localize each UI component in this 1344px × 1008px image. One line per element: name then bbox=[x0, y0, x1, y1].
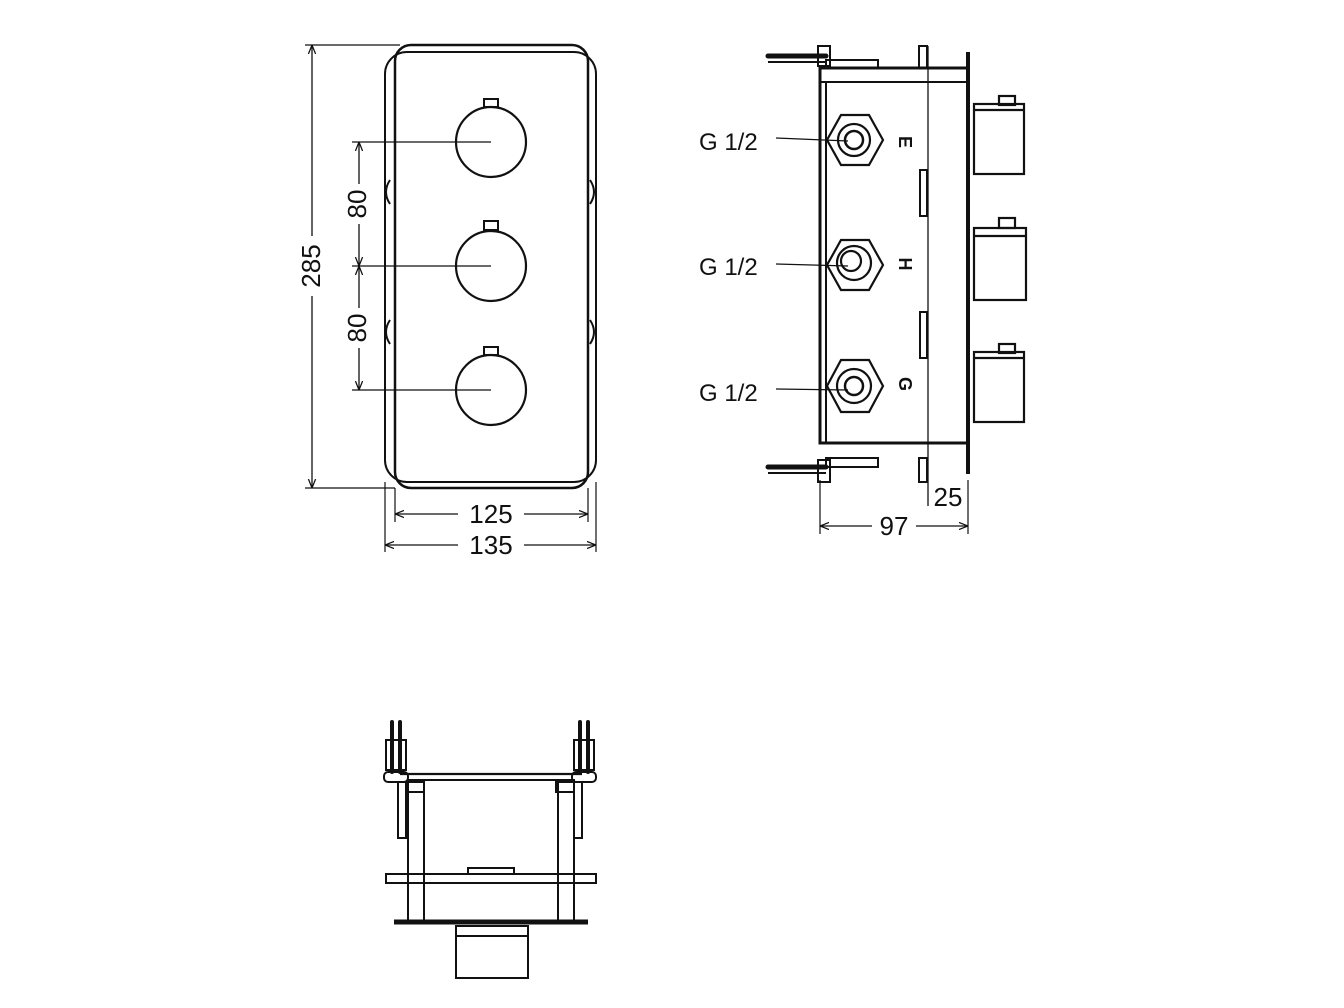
mounting-box-outline bbox=[384, 51, 597, 483]
knob-top bbox=[454, 98, 528, 179]
mounting-rail-bottom bbox=[765, 457, 928, 483]
port-thread-middle: G 1/2 bbox=[699, 254, 758, 281]
top-view-cartridge bbox=[455, 925, 529, 979]
port-top: G 1/2 E bbox=[699, 113, 915, 167]
cartridge-bottom bbox=[972, 342, 1026, 424]
top-view bbox=[383, 720, 597, 979]
port-thread-bottom: G 1/2 bbox=[699, 380, 758, 407]
dim-knob-spacing-upper: 80 bbox=[342, 190, 372, 219]
cartridge-middle bbox=[972, 216, 1028, 302]
port-thread-top: G 1/2 bbox=[699, 129, 758, 156]
side-view: G 1/2 E G 1/2 H G 1/2 G 97 25 bbox=[699, 45, 1028, 541]
mounting-rail-top bbox=[765, 45, 928, 69]
front-view: 285 80 80 125 135 bbox=[296, 43, 597, 560]
knob-bottom bbox=[454, 346, 528, 427]
dim-plate-offset: 25 bbox=[934, 482, 963, 512]
mount-stud-left bbox=[383, 720, 425, 839]
port-letter-middle: H bbox=[895, 258, 915, 271]
knob-middle bbox=[454, 220, 528, 303]
dim-plate-width: 125 bbox=[469, 499, 512, 529]
dim-depth: 97 bbox=[880, 511, 909, 541]
port-letter-bottom: G bbox=[895, 377, 915, 391]
port-letter-top: E bbox=[895, 136, 915, 148]
port-middle: G 1/2 H bbox=[699, 238, 915, 292]
dim-overall-height: 285 bbox=[296, 244, 326, 287]
dim-knob-spacing-lower: 80 bbox=[342, 314, 372, 343]
dim-box-width: 135 bbox=[469, 530, 512, 560]
side-lugs bbox=[385, 179, 595, 345]
top-view-body bbox=[407, 779, 575, 923]
port-bottom: G 1/2 G bbox=[699, 358, 915, 414]
cartridge-top bbox=[972, 94, 1026, 176]
